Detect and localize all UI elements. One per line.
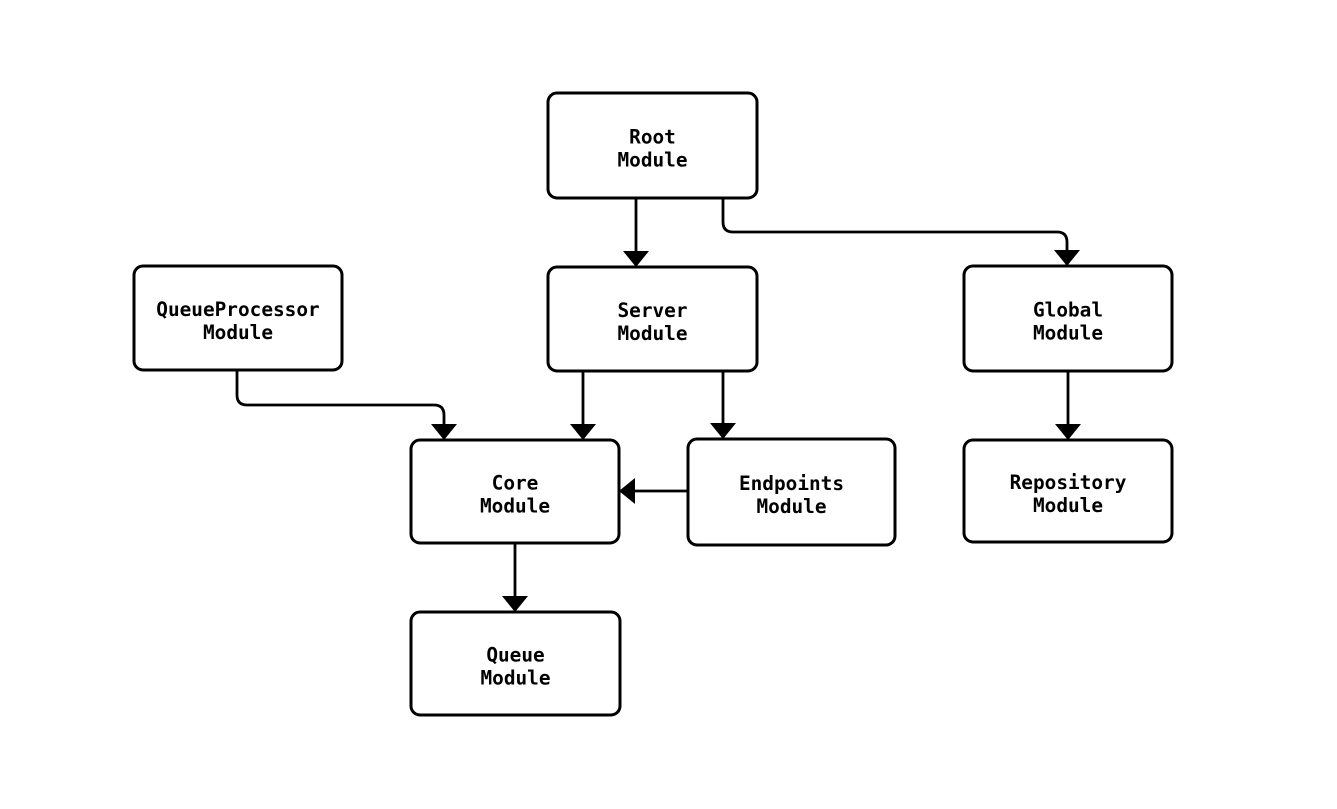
node-label-repository-line1: Repository [1010,471,1127,494]
edge-line-root-to-global [721,198,1069,266]
edge-root-to-global [721,198,1080,266]
node-label-repository-line2: Module [1033,494,1103,517]
node-box-repository [962,438,1174,544]
node-label-global-line1: Global [1033,299,1103,322]
arrowhead-icon [570,424,596,440]
node-box-core [409,438,621,545]
edge-endpoints-to-core [619,478,689,504]
node-label-core-line2: Module [480,495,550,518]
edge-core-to-queue [502,543,528,612]
node-label-endpoints-line1: Endpoints [739,472,844,495]
edge-queueprocessor-to-core [235,370,457,440]
arrowhead-icon [1055,424,1081,440]
edge-server-to-core [570,371,596,440]
edge-root-to-server [623,198,649,267]
edge-server-to-endpoints [710,371,736,439]
node-label-server-line1: Server [617,299,687,322]
node-box-queue [409,610,622,717]
node-label-queue-line2: Module [480,667,550,690]
arrowhead-icon [502,596,528,612]
arrowhead-icon [1054,250,1080,266]
node-box-root [546,91,759,200]
node-label-queueprocessor-line1: QueueProcessor [156,298,319,321]
node-label-queueprocessor-line2: Module [203,321,273,344]
edge-global-to-repository [1055,371,1081,440]
arrowhead-icon [619,478,635,504]
node-box-server [546,265,759,373]
node-box-queueprocessor [132,264,344,372]
node-box-global [962,264,1174,373]
arrowhead-icon [431,424,457,440]
node-label-root-line1: Root [629,126,676,149]
node-label-queue-line1: Queue [486,644,544,667]
node-box-endpoints [686,437,897,547]
edge-line-queueprocessor-to-core [235,370,446,440]
node-label-root-line2: Module [617,149,687,172]
node-label-core-line1: Core [492,472,539,495]
arrowhead-icon [623,251,649,267]
arrowhead-icon [710,423,736,439]
node-label-endpoints-line2: Module [756,495,826,518]
node-label-global-line2: Module [1033,322,1103,345]
node-label-server-line2: Module [617,322,687,345]
